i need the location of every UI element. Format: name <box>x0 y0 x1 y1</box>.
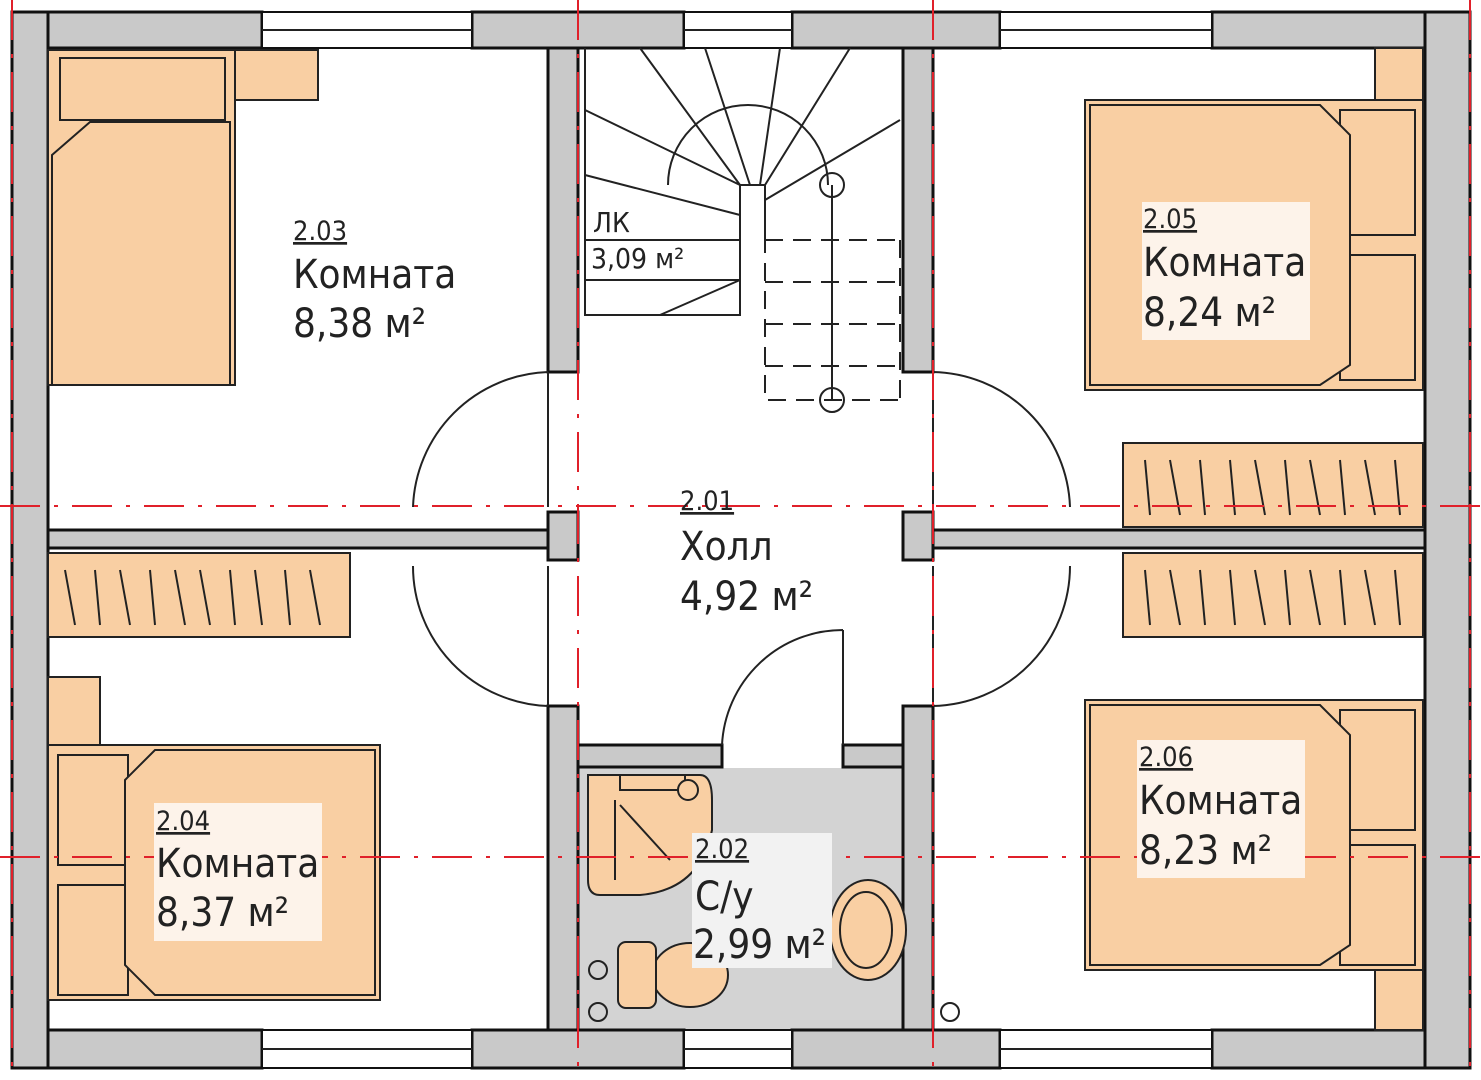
room-number: 2.06 <box>1139 742 1193 773</box>
room-area: 8,37 м² <box>156 890 289 936</box>
room-number: 2.01 <box>680 486 734 517</box>
staircase <box>584 47 901 413</box>
room-label-2-03: 2.03 Комната 8,38 м² <box>293 216 456 347</box>
windows <box>261 11 1213 1069</box>
room-label-2-06: 2.06 Комната 8,23 м² <box>1139 742 1302 874</box>
room-label-2-02: 2.02 С/у 2,99 м² <box>693 834 826 968</box>
room-label-2-04: 2.04 Комната 8,37 м² <box>156 806 319 936</box>
wardrobes-room-2-05-2-06 <box>1122 442 1424 638</box>
room-area: 3,09 м² <box>591 242 684 275</box>
room-name: ЛК <box>593 206 630 239</box>
room-name: Комната <box>156 841 319 887</box>
room-number: 2.04 <box>156 806 210 837</box>
room-name: С/у <box>695 874 754 920</box>
room-area: 8,38 м² <box>293 301 426 347</box>
room-name: Комната <box>293 252 456 298</box>
bed-room-2-03 <box>47 49 319 386</box>
room-area: 8,24 м² <box>1143 290 1276 336</box>
room-name: Комната <box>1143 240 1306 286</box>
room-area: 2,99 м² <box>693 922 826 968</box>
room-number: 2.03 <box>293 216 347 247</box>
room-name: Холл <box>680 524 773 570</box>
room-number: 2.05 <box>1143 204 1197 235</box>
room-label-2-05: 2.05 Комната 8,24 м² <box>1143 204 1306 336</box>
interior-walls <box>46 46 1427 1032</box>
room-label-2-01: 2.01 Холл 4,92 м² <box>680 486 813 620</box>
room-area: 4,92 м² <box>680 574 813 620</box>
room-area: 8,23 м² <box>1139 828 1272 874</box>
room-label-stair: ЛК 3,09 м² <box>591 206 684 275</box>
room-name: Комната <box>1139 778 1302 824</box>
wardrobe-room-2-04 <box>47 552 351 638</box>
outer-walls <box>10 10 1472 1070</box>
room-number: 2.02 <box>695 834 749 865</box>
